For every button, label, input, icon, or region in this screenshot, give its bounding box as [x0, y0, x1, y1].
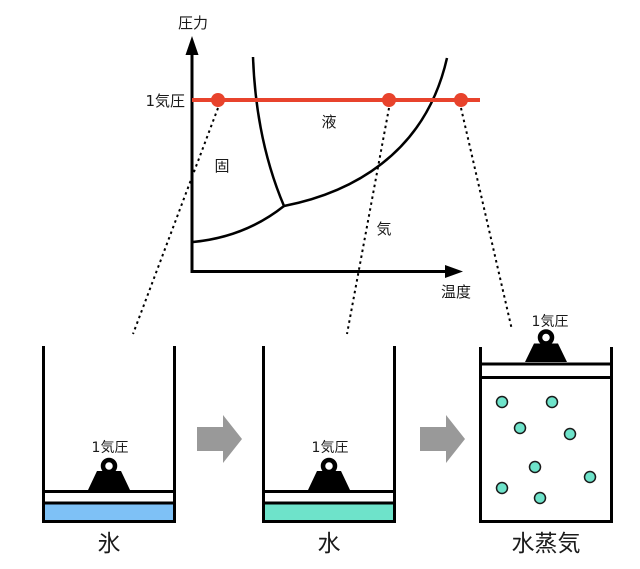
- vapor-molecule: [563, 427, 577, 441]
- ice-layer: [45, 504, 173, 520]
- vapor-molecule: [583, 470, 597, 484]
- pressure-axis-label: 圧力: [178, 14, 208, 32]
- vapor-molecule: [513, 421, 527, 435]
- state-point-liquid: [382, 93, 396, 107]
- beaker-walls-ice: [42, 346, 176, 523]
- vapor-molecule: [533, 491, 547, 505]
- container-ice: 1気圧 氷: [42, 346, 176, 557]
- melting-curve: [251, 56, 286, 207]
- caption-vapor: 水蒸気: [512, 531, 581, 557]
- weight-ring-icon-water: [320, 457, 338, 475]
- projection-line-ice: [132, 107, 219, 335]
- vapor-molecule: [495, 395, 509, 409]
- projection-line-vapor: [460, 107, 513, 331]
- pressure-axis-arrowhead-icon: [185, 36, 199, 55]
- vapor-molecules: [495, 395, 597, 505]
- pressure-label-water: 1気圧: [312, 440, 349, 456]
- vapor-molecule: [545, 395, 559, 409]
- sublimation-curve: [192, 205, 285, 244]
- region-label-gas: 気: [376, 220, 391, 238]
- pressure-label-ice: 1気圧: [92, 440, 129, 456]
- vaporization-curve: [283, 57, 449, 208]
- vapor-molecule: [495, 481, 509, 495]
- temperature-axis-label: 温度: [441, 283, 471, 301]
- phase-diagram: 圧力 温度 固 液 気 1気圧: [132, 14, 513, 335]
- region-label-solid: 固: [214, 157, 229, 175]
- transition-arrow-vaporization-icon: [420, 415, 465, 463]
- caption-ice: 氷: [98, 531, 121, 557]
- beaker-walls-water: [262, 346, 396, 523]
- weight-icon-vapor: [525, 343, 567, 362]
- weight-ring-icon-vapor: [537, 329, 555, 346]
- container-water: 1気圧 水: [262, 346, 396, 557]
- caption-water: 水: [318, 531, 341, 557]
- projection-line-water: [346, 107, 390, 335]
- weight-ring-icon-ice: [100, 457, 118, 475]
- beaker-walls-vapor: [479, 347, 613, 523]
- one-atm-line-label: 1気圧: [145, 92, 185, 110]
- state-point-gas: [454, 93, 468, 107]
- vapor-molecule: [528, 460, 542, 474]
- weight-icon-ice: [88, 471, 130, 490]
- container-vapor: 1気圧 水蒸気: [479, 314, 613, 557]
- state-point-solid: [211, 93, 225, 107]
- pressure-label-vapor: 1気圧: [532, 314, 569, 330]
- temperature-axis-arrowhead-icon: [445, 265, 463, 278]
- weight-icon-water: [308, 471, 350, 490]
- transition-arrow-melting-icon: [197, 415, 242, 463]
- water-layer: [265, 504, 393, 520]
- region-label-liquid: 液: [321, 113, 336, 131]
